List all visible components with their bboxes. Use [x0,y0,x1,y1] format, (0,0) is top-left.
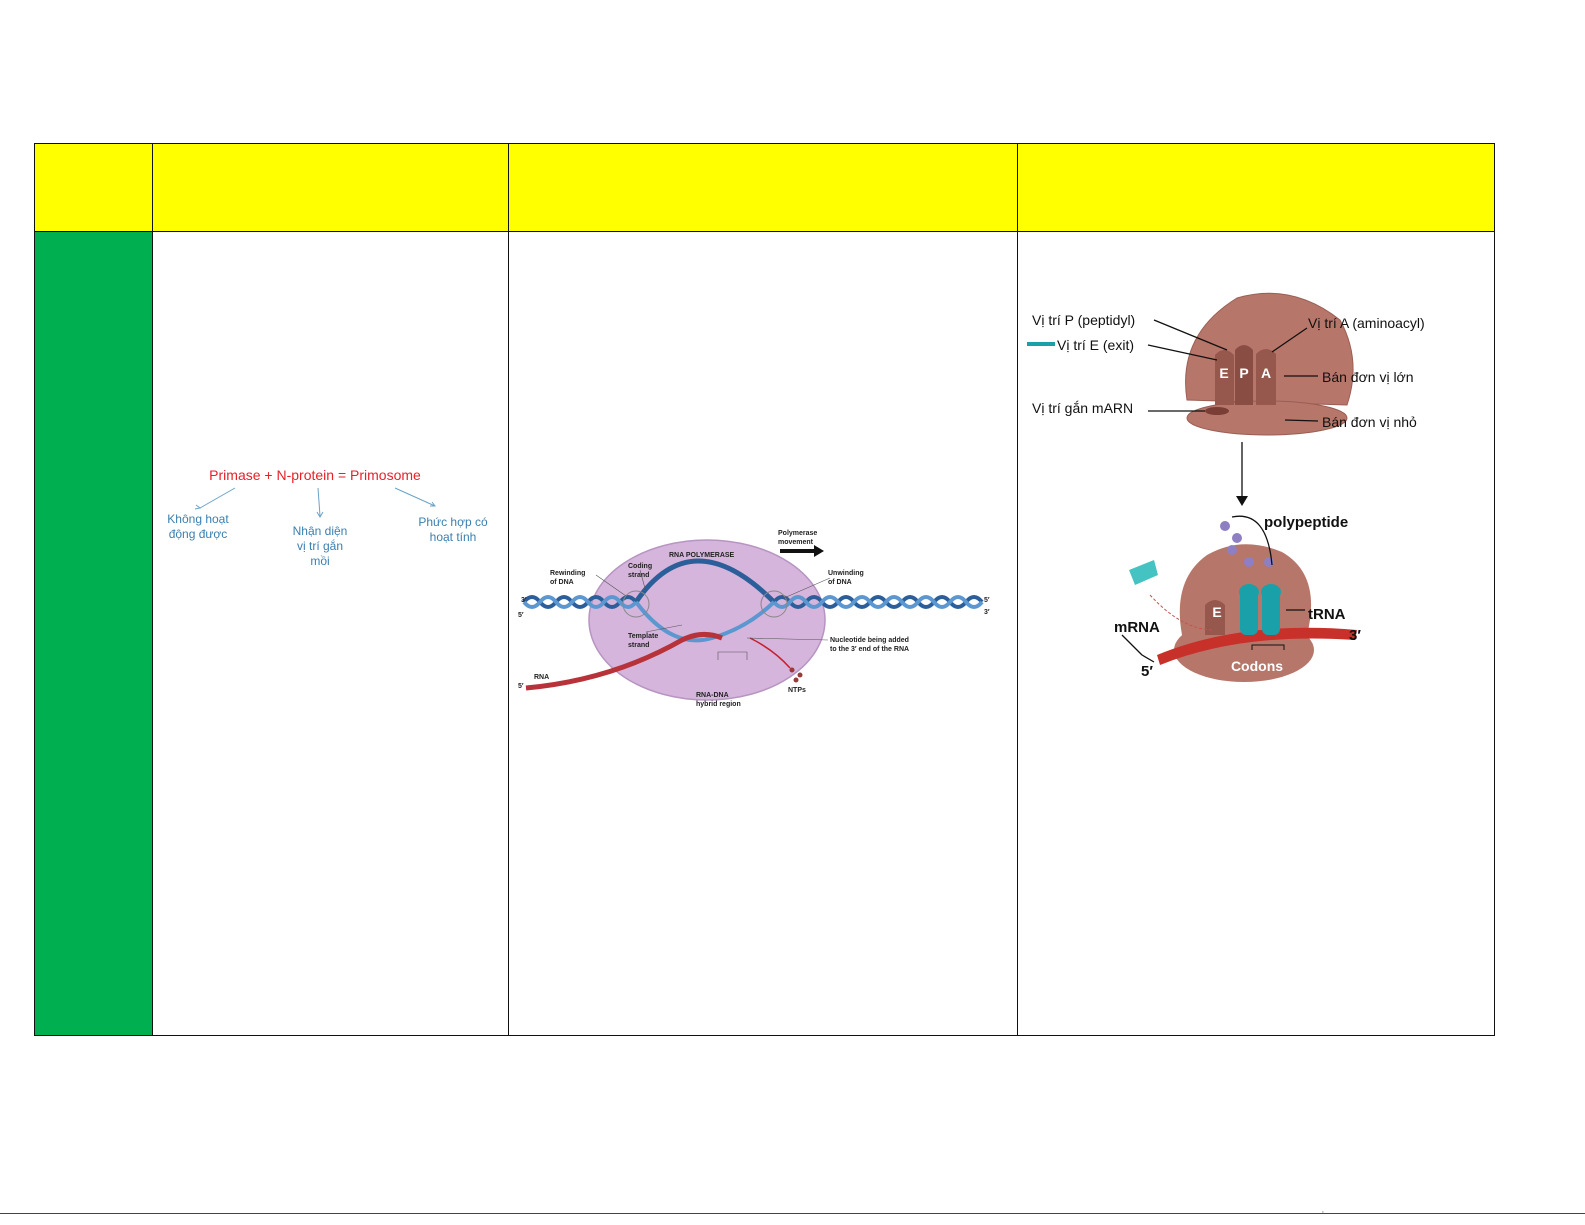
polypeptide-label: polypeptide [1264,514,1348,531]
column-divider-2 [508,143,509,1036]
header-cell-3 [509,144,1017,231]
rewinding-label-1: Rewinding [550,570,585,577]
ribosome-diagram: E P A Vị trí P (peptidyl) Vị trí E (exit… [1027,292,1425,682]
transcription-diagram: RNA POLYMERASE Polymerase movement Rewin… [518,530,990,708]
branch-1-line-2: động được [169,527,228,541]
large-subunit-label: Bán đơn vị lớn [1322,369,1414,385]
header-divider [34,231,1495,232]
branch-2-line-2: vị trí gắn [297,538,343,553]
column-divider-3 [1017,143,1018,1036]
rna-5-label: 5′ [518,683,524,690]
site-e-label: Vị trí E (exit) [1057,337,1134,353]
five-prime-label: 5′ [1141,663,1153,680]
site-e-letter: E [1219,365,1228,381]
column-divider-1 [152,143,153,1036]
site-e-letter-2: E [1212,604,1221,620]
site-a-letter: A [1261,365,1271,381]
movement-arrowhead [814,545,824,557]
rna-polymerase-label: RNA POLYMERASE [669,552,735,559]
arrow-down-icon [1236,496,1248,506]
small-subunit-label: Bán đơn vị nhỏ [1322,414,1417,430]
trna-label: tRNA [1308,606,1346,623]
unwinding-label-2: of DNA [828,579,852,586]
rewinding-circle [622,590,650,618]
right-5-label: 5′ [984,597,990,604]
coding-label-2: strand [628,572,649,579]
header-cell-2 [153,144,508,231]
template-label-2: strand [628,642,649,649]
left-5-label: 5′ [518,612,524,619]
header-cell-1 [35,144,152,231]
right-3-label: 3′ [984,609,990,616]
mrna-label: mRNA [1114,619,1160,636]
site-p-letter: P [1239,365,1248,381]
ntp-arrow [749,637,791,669]
branch-2-line-1: Nhận diện [293,524,348,538]
rna-polymerase-body [588,539,826,701]
ntps-glyphs [789,667,803,683]
nucleotide-label-2: to the 3′ end of the RNA [830,646,909,653]
branch-2-line-3: mồi [310,554,329,568]
hybrid-label-2: hybrid region [696,701,741,708]
rna-strand [525,632,723,691]
movement-label-2: movement [778,539,814,546]
footer-mark: ‚ [1322,1205,1324,1214]
rna-label: RNA [534,674,549,681]
left-3-label: 3′ [521,597,527,604]
dna-helix [522,558,984,643]
coding-label-1: Coding [628,563,652,570]
branch-3-line-2: hoạt tính [430,530,477,544]
site-p-label: Vị trí P (peptidyl) [1032,312,1135,328]
primosome-diagram: Primase + N-protein = Primosome Không ho… [167,467,488,568]
three-prime-label: 3′ [1349,627,1361,644]
comparison-table [34,143,1495,1036]
template-label-1: Template [628,633,658,640]
header-cell-4 [1018,144,1494,231]
ribosome-top [1185,292,1354,436]
movement-label-1: Polymerase [778,530,817,537]
hybrid-label-1: RNA-DNA [696,692,729,699]
mrna-site-label: Vị trí gắn mARN [1032,400,1133,416]
page-footer-line [0,1213,1585,1214]
row-label-cell [35,232,152,1035]
nucleotide-label-1: Nucleotide being added [830,637,909,644]
branch-3-line-1: Phức hợp có [418,515,488,529]
primosome-title: Primase + N-protein = Primosome [209,467,421,483]
unwinding-label-1: Unwinding [828,570,864,577]
codons-label: Codons [1231,658,1283,674]
ntps-label: NTPs [788,687,806,694]
branch-1-line-1: Không hoạt [167,512,229,526]
site-a-label: Vị trí A (aminoacyl) [1308,315,1425,331]
rewinding-label-2: of DNA [550,579,574,586]
ribosome-translating [1121,515,1357,682]
unwinding-circle [760,590,788,618]
